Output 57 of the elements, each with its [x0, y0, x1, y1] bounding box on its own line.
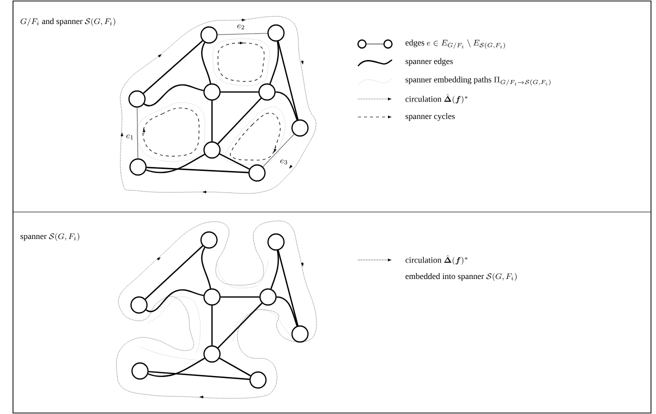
graph-edge [220, 91, 258, 93]
vertex-circle [131, 362, 149, 380]
edge-label: $e_2$ [237, 24, 244, 30]
graph-edge [148, 358, 205, 378]
vertex-circle [267, 24, 285, 42]
legend-label: $\text{spanner embedding paths } \Pi_{G/F_i \to \mathcal{S}(G,F_i)}$ [406, 76, 550, 86]
graph-edge [144, 84, 204, 106]
graph-edge [201, 42, 212, 84]
graph-edge [270, 250, 279, 290]
graph-edge [217, 32, 268, 36]
legend-label: $\text{circulation } \hat{\boldsymbol{\Delta}}(\boldsymbol{f})^*$ [406, 255, 468, 265]
graph-edge [278, 250, 298, 326]
legend-label: $\text{circulation } \hat{\boldsymbol{\Delta}}(\boldsymbol{f})^*$ [406, 94, 468, 104]
graph-edge [220, 296, 260, 298]
graph-edge [211, 306, 213, 346]
vertex-circle [203, 141, 221, 159]
graph-edge [269, 41, 279, 84]
edge-label: $e_1$ [126, 134, 133, 140]
graph-edge [146, 154, 205, 174]
graph-edge [146, 289, 204, 312]
panel-label: $G/F_i \text{ and spanner } \mathcal{S}(G,F_i)$ [20, 18, 116, 26]
graph-edge [217, 98, 262, 144]
vertex-circle [128, 90, 146, 108]
vertex-circle [203, 288, 221, 306]
graph-edge [143, 40, 204, 94]
vertex-circle [130, 296, 148, 314]
legend-label: spanner cycles [406, 113, 455, 121]
graph-edge [148, 371, 250, 380]
vertex-circle [258, 83, 276, 101]
graph-edge [219, 153, 250, 170]
vertex-circle [200, 231, 218, 249]
graph-edge [144, 245, 204, 300]
panel-label: $\text{embedded into spanner } \mathcal{S}(G,F_i)$ [406, 273, 517, 281]
panel-label: $\text{spanner } \mathcal{S}(G,F_i)$ [20, 233, 80, 241]
graph-edge [201, 247, 212, 289]
graph-edge [211, 100, 213, 142]
vertex-circle [249, 371, 267, 389]
vertex-circle [203, 83, 221, 101]
vertex-circle [248, 164, 266, 182]
graph-edge [276, 296, 298, 326]
edge-label: $e_3$ [280, 160, 288, 164]
graph-edge [136, 107, 138, 159]
vertex-circle [200, 26, 218, 44]
graph-edge [277, 41, 299, 120]
graph-edge [262, 134, 294, 168]
vertex-circle [203, 345, 221, 363]
vertex-circle [129, 158, 147, 176]
graph-edge [219, 358, 251, 376]
graph-edge [218, 302, 262, 348]
graph-edge [276, 91, 298, 120]
legend-label: spanner edges [406, 58, 453, 66]
vertex-circle [291, 119, 309, 137]
legend-label: $\text{edges } e \in E_{G/F_i} \setminus E_{\mathcal{S}(G,F_i)}$ [406, 39, 506, 49]
graph-edge [146, 166, 248, 174]
vertex-circle [259, 288, 277, 306]
vertex-circle [291, 325, 309, 343]
vertex-circle [267, 233, 285, 251]
